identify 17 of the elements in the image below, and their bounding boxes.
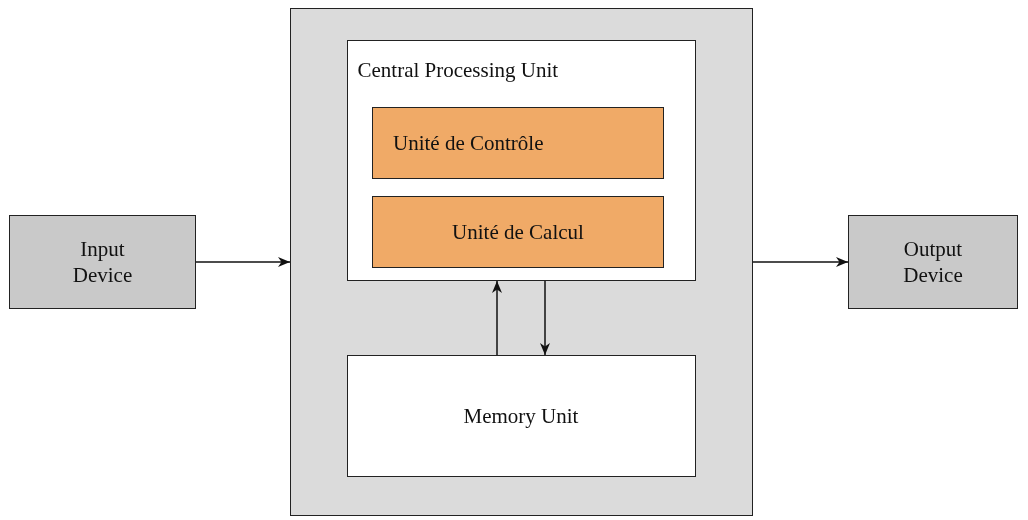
box-label: Output Device	[902, 235, 964, 289]
cpu-box	[346, 39, 696, 281]
box-label: Unité de Calcul	[451, 218, 585, 246]
box-label: Input Device	[71, 235, 134, 289]
memory-box	[346, 354, 696, 477]
input-box	[9, 215, 196, 309]
system-box	[290, 8, 753, 516]
arrow	[195, 257, 291, 267]
unit-box	[372, 107, 664, 179]
arrow	[540, 280, 550, 356]
output-box	[848, 215, 1018, 309]
panel-title: Central Processing Unit	[357, 56, 559, 83]
arrow	[492, 280, 502, 356]
box-label: Unité de Contrôle	[393, 129, 544, 157]
unit-box	[372, 196, 664, 268]
arrow	[752, 257, 849, 267]
box-label: Memory Unit	[462, 402, 580, 429]
